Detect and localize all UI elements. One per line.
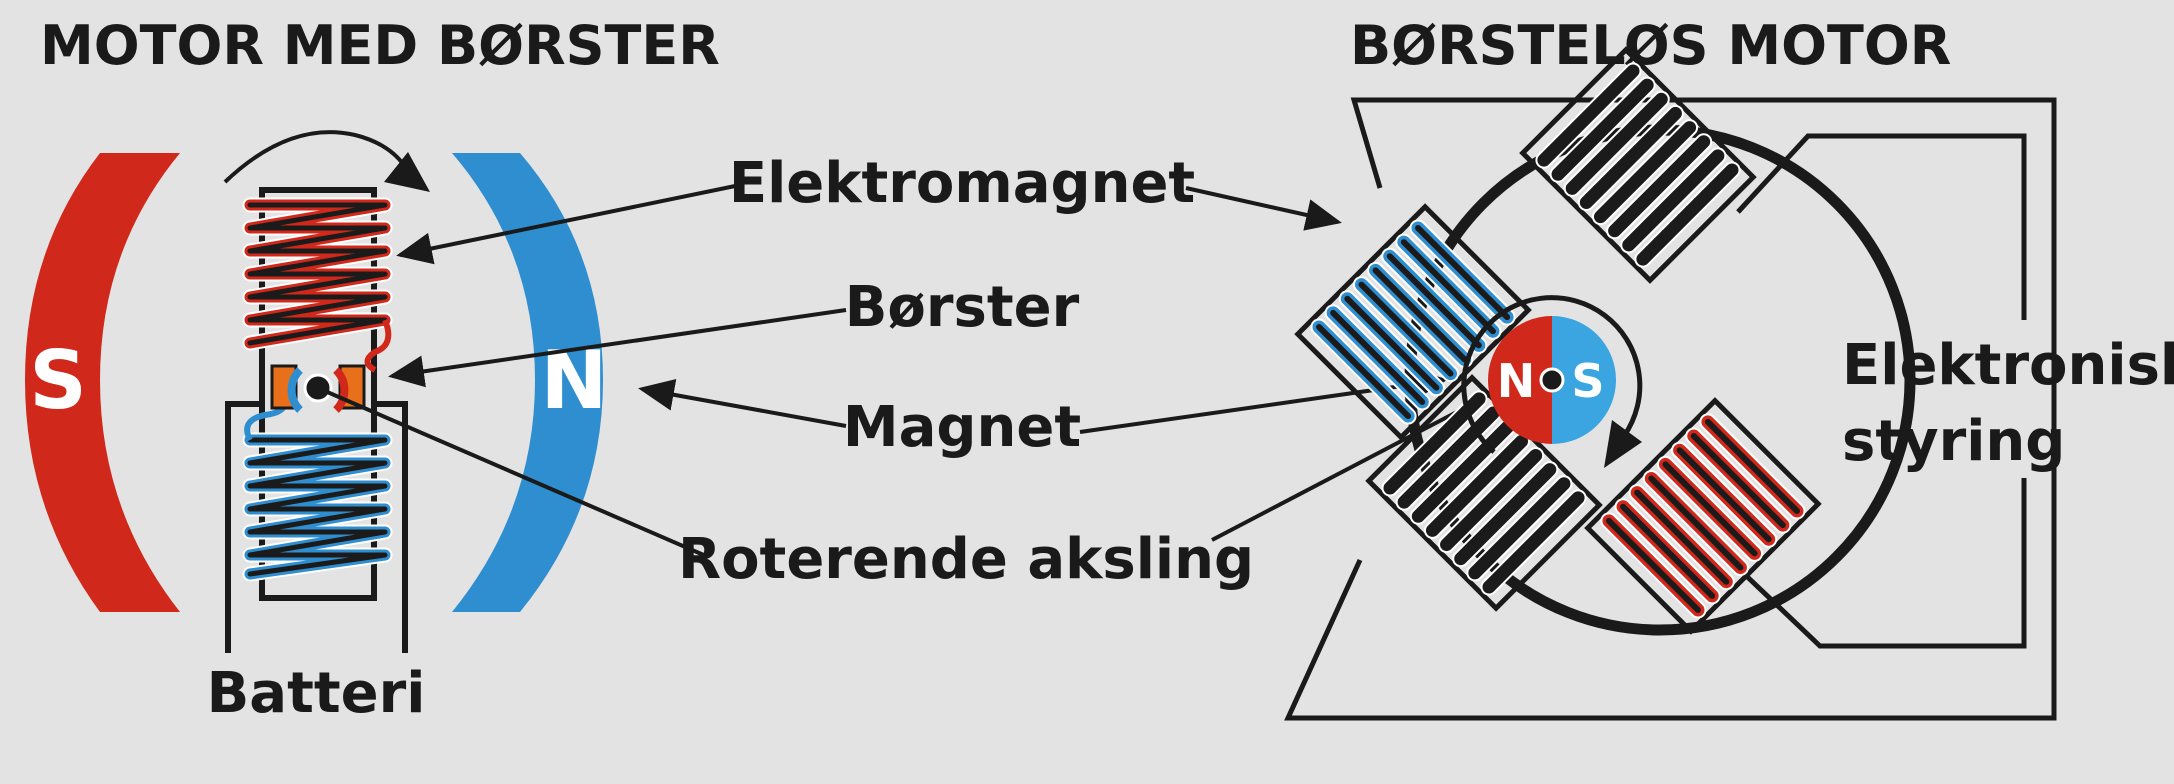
battery-wire-left (225, 401, 262, 653)
leader-lines (317, 183, 1519, 558)
electronic-control-label-line1: Elektronisk (1842, 333, 2174, 398)
electromagnet-coil-blue (242, 394, 393, 582)
north-pole-magnet (452, 153, 603, 612)
rotating-shaft-dot-brushless (1539, 367, 1565, 393)
leader-electromagnet-right (1185, 186, 1342, 231)
magnet-label: Magnet (843, 395, 1081, 460)
control-wire-inner (1736, 133, 2027, 649)
rotor-south-label: S (1571, 354, 1604, 408)
control-wire-outer (1284, 97, 2057, 721)
brushed-motor-title: MOTOR MED BØRSTER (40, 14, 720, 77)
electronic-control-label-line2: styring (1842, 409, 2065, 474)
brushes-label: Børster (845, 275, 1080, 340)
rotating-shaft-label: Roterende aksling (678, 527, 1254, 592)
south-pole-label: S (29, 334, 87, 427)
stator-coil-bottom-right-red (1584, 397, 1822, 635)
rotor-magnet-south-half (1552, 316, 1616, 444)
rotation-arrow-brushed (223, 130, 412, 184)
rotation-arrowhead-brushless (1604, 420, 1642, 468)
rotation-arrowhead-brushed (384, 152, 430, 192)
leader-magnet-left (638, 378, 847, 428)
rotor-magnet-north-half (1488, 316, 1552, 444)
electromagnet-label: Elektromagnet (729, 151, 1195, 216)
rotor-north-label: N (1497, 354, 1536, 408)
leader-brushes (388, 308, 847, 388)
battery-label: Batteri (207, 661, 426, 726)
electromagnet-coil-red (242, 197, 393, 373)
commutator (287, 367, 303, 413)
armature-frame (259, 187, 377, 601)
battery-wire-right (374, 401, 408, 653)
brushless-motor-title: BØRSTELØS MOTOR (1350, 14, 1951, 77)
leader-shaft-left (317, 386, 707, 558)
rotation-arrow-brushless (1461, 295, 1643, 454)
leader-electromagnet-left (396, 183, 741, 265)
stator-coil-bottom-left-black (1365, 374, 1603, 612)
stator-coil-top-right-black (1519, 46, 1757, 284)
south-pole-magnet (25, 153, 180, 612)
stator-coil-top-left-blue (1294, 203, 1532, 441)
